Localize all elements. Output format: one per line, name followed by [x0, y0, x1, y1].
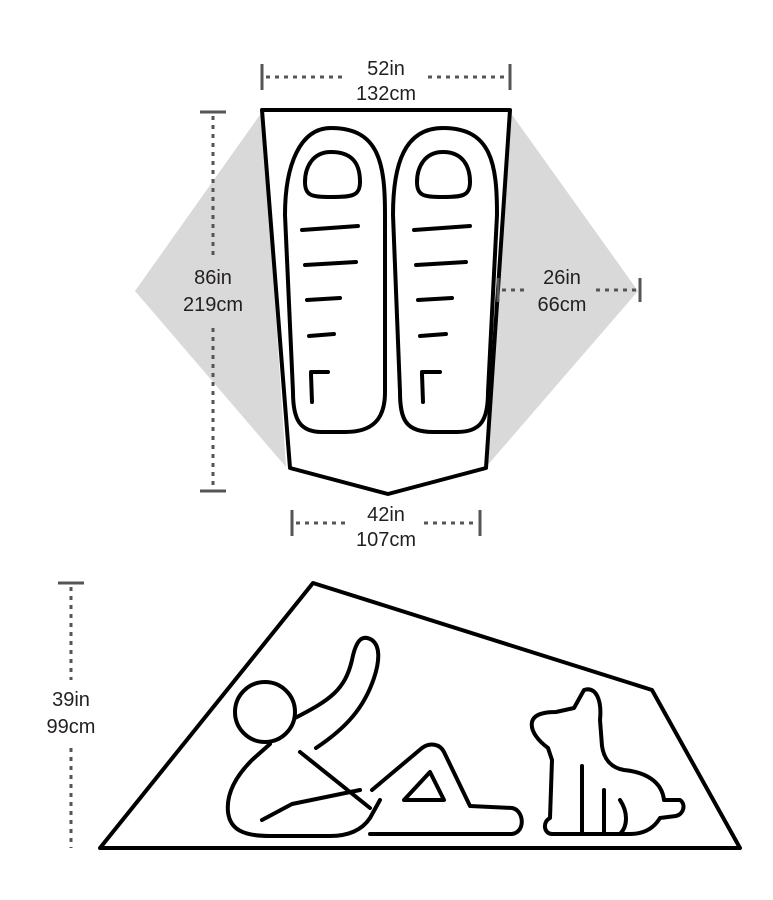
bottom-width-in-label: 42in: [367, 504, 405, 526]
top-width-cm-label: 132cm: [356, 83, 416, 105]
length-dimension: 86in 219cm: [183, 110, 243, 493]
height-cm-label: 99cm: [47, 716, 96, 738]
tent-side-profile: [98, 581, 742, 850]
peak-height-dimension: 39in 99cm: [47, 581, 96, 848]
height-in-label: 39in: [52, 689, 90, 711]
bottom-width-dimension: 42in 107cm: [290, 504, 482, 551]
left-vestibule: [135, 112, 286, 467]
length-cm-label: 219cm: [183, 294, 243, 316]
right-vestibule: [486, 112, 638, 467]
sleeping-bag-left: [283, 126, 387, 434]
sleeping-bag-right: [391, 126, 499, 434]
side-view: 39in 99cm: [47, 581, 742, 850]
length-in-label: 86in: [194, 267, 232, 289]
top-width-in-label: 52in: [367, 58, 405, 80]
person-figure: [225, 635, 524, 838]
vestibule-depth-dimension: 26in 66cm: [496, 267, 642, 316]
floor-plan: 52in 132cm 86in 219cm 26in 66cm: [135, 58, 642, 551]
vestibule-in-label: 26in: [543, 267, 581, 289]
top-width-dimension: 52in 132cm: [260, 58, 512, 105]
dog-figure: [529, 687, 686, 836]
bottom-width-cm-label: 107cm: [356, 529, 416, 551]
vestibule-cm-label: 66cm: [538, 294, 587, 316]
